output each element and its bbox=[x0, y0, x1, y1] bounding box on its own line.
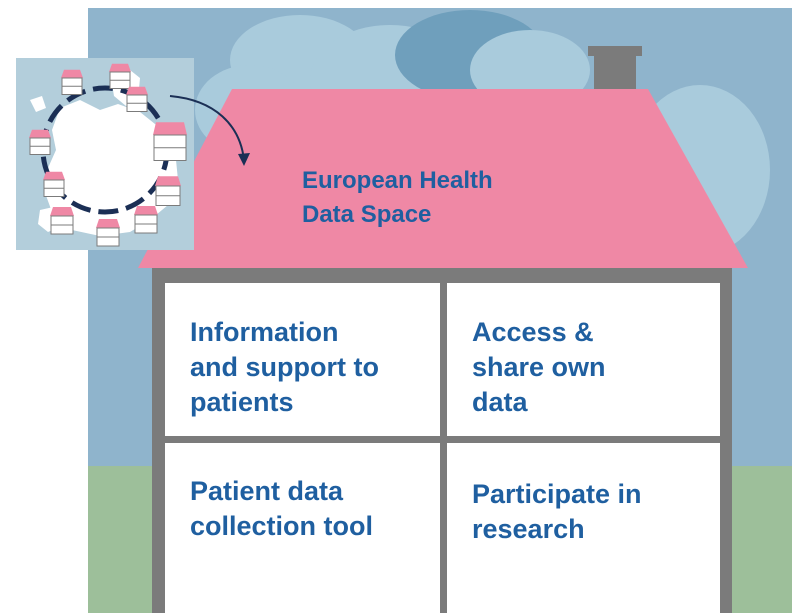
room-label-participate-research: Participate in research bbox=[472, 477, 642, 547]
house-roof bbox=[50, 207, 74, 216]
house-roof bbox=[134, 206, 158, 215]
room-label-data-collection: Patient data collection tool bbox=[190, 474, 373, 544]
room-data-collection bbox=[165, 443, 440, 613]
room-information-support bbox=[165, 283, 440, 436]
room-access-share bbox=[447, 283, 720, 436]
house-roof bbox=[61, 69, 83, 78]
house-roof bbox=[29, 129, 51, 138]
house-roof bbox=[155, 176, 181, 186]
roof bbox=[138, 89, 748, 268]
room-label-line: share own bbox=[472, 352, 606, 382]
room-label-line: research bbox=[472, 514, 585, 544]
house-roof bbox=[43, 171, 65, 180]
title-line-1: European Health bbox=[302, 167, 493, 194]
curved-arrow-icon bbox=[169, 95, 250, 166]
room-label-access-share: Access & share own data bbox=[472, 315, 606, 420]
room-label-information-support: Information and support to patients bbox=[190, 315, 379, 420]
room-label-line: Information bbox=[190, 317, 339, 347]
room-label-line: Patient data bbox=[190, 476, 344, 506]
room-participate-research bbox=[447, 443, 720, 613]
house-roof bbox=[126, 86, 148, 95]
room-label-line: Participate in bbox=[472, 479, 642, 509]
room-label-line: Access & bbox=[472, 317, 594, 347]
house-roof bbox=[153, 122, 187, 135]
roof-title: European Health Data Space bbox=[302, 164, 493, 232]
house-icon bbox=[29, 63, 187, 247]
room-label-line: and support to bbox=[190, 352, 379, 382]
house-roof bbox=[109, 63, 131, 72]
room-label-line: patients bbox=[190, 387, 294, 417]
title-line-2: Data Space bbox=[302, 201, 432, 228]
room-label-line: collection tool bbox=[190, 511, 374, 541]
chimney-cap bbox=[588, 46, 642, 56]
house-roof bbox=[96, 219, 120, 228]
europe-map-icon bbox=[16, 58, 194, 250]
room-label-line: data bbox=[472, 387, 528, 417]
